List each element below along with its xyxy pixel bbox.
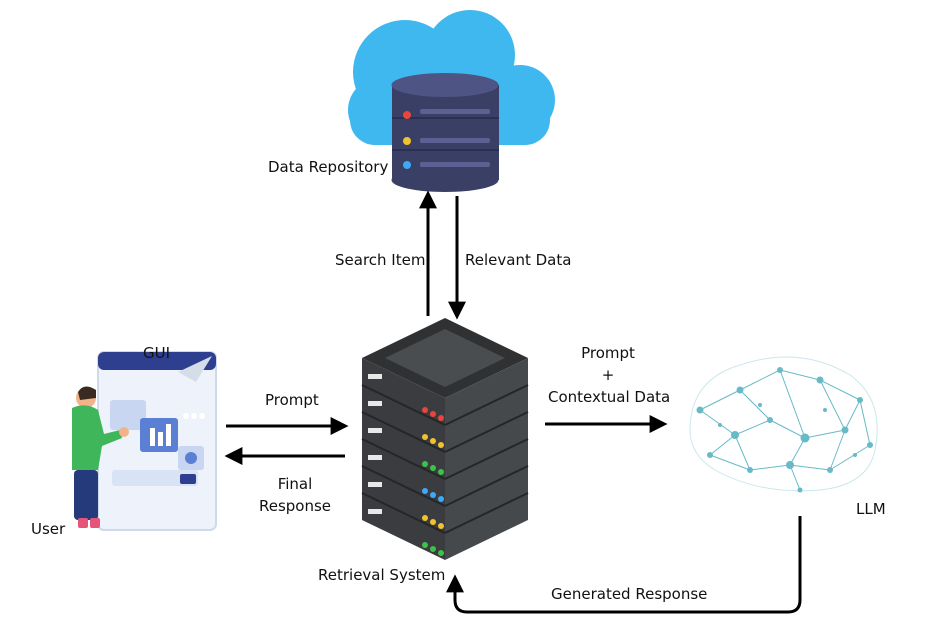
search-item-label: Search Item bbox=[335, 251, 426, 269]
server-leds bbox=[422, 407, 444, 556]
db-led-red bbox=[403, 111, 411, 119]
gui-window-icon bbox=[97, 351, 217, 531]
llm-label: LLM bbox=[856, 500, 886, 518]
final-response-line2: Response bbox=[258, 497, 332, 515]
cloud-shape bbox=[348, 10, 555, 145]
user-label: User bbox=[31, 520, 66, 538]
gui-label: GUI bbox=[143, 344, 171, 362]
db-led-blue bbox=[403, 161, 411, 169]
prompt-label: Prompt bbox=[265, 391, 319, 409]
database-cylinder bbox=[391, 73, 499, 192]
final-response-line1: Final bbox=[277, 475, 313, 493]
cloud-database-icon bbox=[348, 10, 555, 192]
server-rack-icon bbox=[361, 318, 529, 560]
paper-plane-icon bbox=[178, 356, 212, 382]
prompt-context-label: Prompt + Contextual Data bbox=[548, 342, 671, 408]
final-response-label: Final Response bbox=[250, 473, 340, 517]
db-led-yellow bbox=[403, 137, 411, 145]
prompt-context-line2: + bbox=[601, 366, 615, 384]
neural-brain-icon bbox=[689, 356, 878, 493]
server-slot-lines bbox=[361, 384, 529, 534]
user-person-icon bbox=[72, 386, 129, 528]
prompt-context-line1: Prompt bbox=[581, 344, 635, 362]
arrow-generated-response bbox=[446, 516, 802, 614]
prompt-context-line3: Contextual Data bbox=[548, 388, 671, 406]
generated-response-label: Generated Response bbox=[551, 585, 708, 603]
retrieval-system-label: Retrieval System bbox=[318, 566, 446, 584]
server-vents bbox=[368, 374, 382, 514]
data-repository-label: Data Repository bbox=[268, 158, 389, 176]
relevant-data-label: Relevant Data bbox=[465, 251, 572, 269]
